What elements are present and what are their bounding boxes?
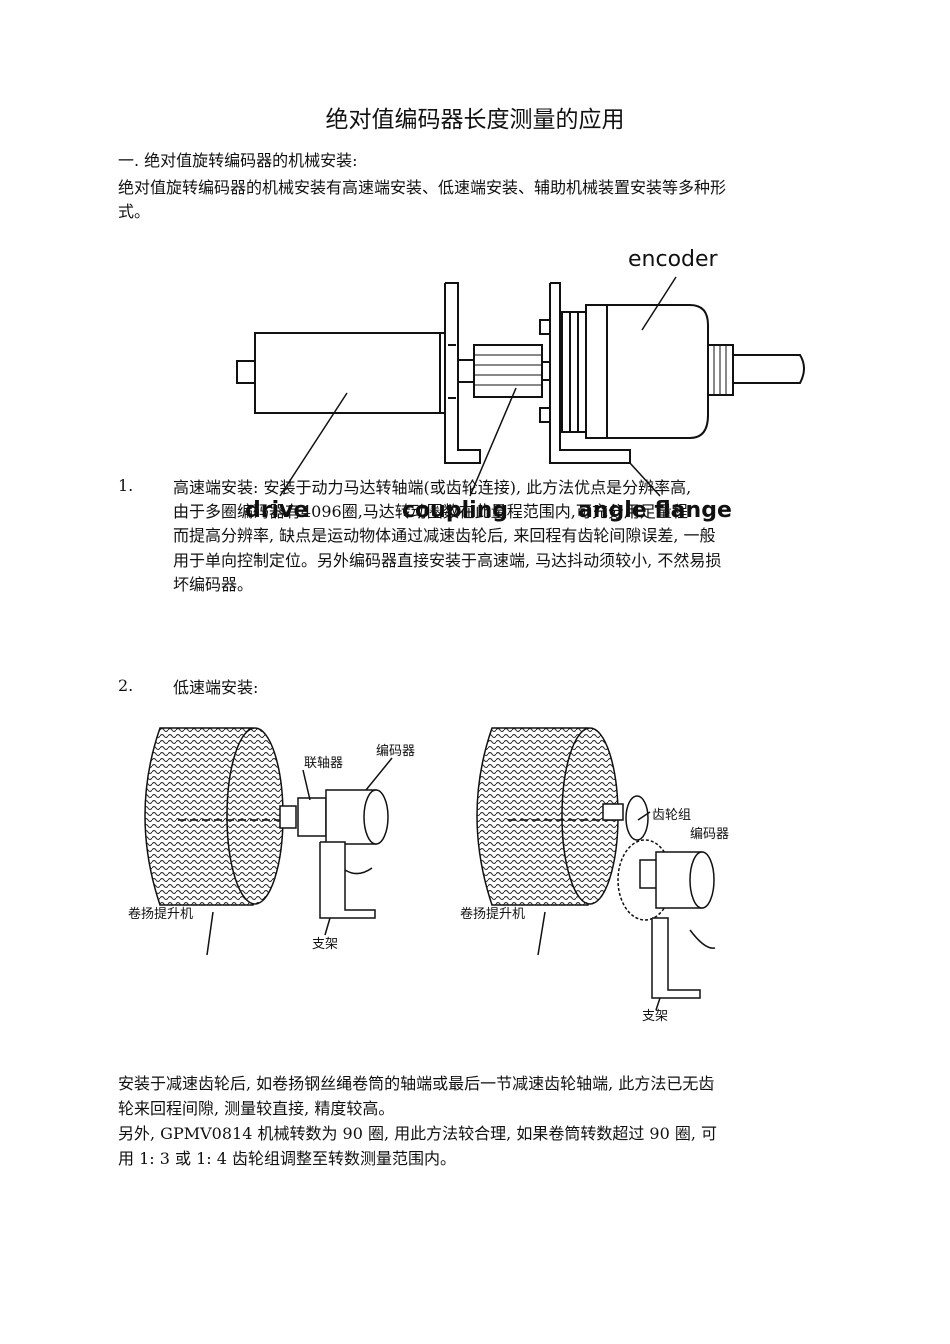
label-gearset: 齿轮组 [652, 808, 691, 823]
label-hoist: 卷扬提升机 [460, 906, 525, 922]
label-angle-flange: angle flange [578, 498, 732, 523]
closing-line-2: 轮来回程间隙, 测量较直接, 精度较高。 [118, 1099, 395, 1118]
item-number: 2. [118, 676, 134, 695]
closing-line-1: 安装于减速齿轮后, 如卷扬钢丝绳卷筒的轴端或最后一节减速齿轮轴端, 此方法已无齿 [118, 1074, 715, 1093]
item1-line-1: 高速端安装: 安装于动力马达转轴端(或齿轮连接), 此方法优点是分辨率高, [173, 478, 692, 497]
item-number: 1. [118, 476, 134, 495]
section-heading: 一. 绝对值旋转编码器的机械安装: [118, 151, 358, 170]
item1-line-2: 由于多圈编码器有4096圈,马达转动圈数在此量程范围内,可充分用足量程 [173, 502, 688, 521]
left-bracket [319, 841, 376, 919]
encoder-body [585, 304, 709, 439]
motor-shaft [236, 360, 256, 384]
left-coupling [297, 797, 327, 837]
closing-line-4: 用 1: 3 或 1: 4 齿轮组调整至转数测量范围内。 [118, 1149, 457, 1168]
item1-line-5: 坏编码器。 [173, 575, 254, 594]
label-bracket: 支架 [642, 1009, 668, 1024]
label-bracket: 支架 [312, 937, 338, 952]
left-bracket [444, 282, 481, 464]
right-bracket [651, 917, 701, 999]
low-speed-installation-figure: 联轴器 编码器 卷扬提升机 支架 齿轮组 编码器 卷扬提升机 支架 [128, 727, 729, 1024]
encoder-assembly-figure: encoder drive coupling angle flange [236, 247, 805, 523]
intro-line-1: 绝对值旋转编码器的机械安装有高速端安装、低速端安装、辅助机械装置安装等多种形 [118, 178, 727, 197]
item1-line-4: 用于单向控制定位。另外编码器直接安装于高速端, 马达抖动须较小, 不然易损 [173, 551, 722, 570]
item1-line-3: 而提高分辨率, 缺点是运动物体通过减速齿轮后, 来回程有齿轮间隙误差, 一般 [173, 526, 716, 545]
gear-small [625, 795, 649, 841]
label-encoder: 编码器 [690, 827, 729, 842]
label-hoist: 卷扬提升机 [128, 906, 193, 922]
closing-line-3: 另外, GPMV0814 机械转数为 90 圈, 用此方法较合理, 如果卷筒转数… [118, 1124, 718, 1143]
label-coupling: 联轴器 [304, 756, 343, 771]
label-drive: drive [245, 498, 308, 523]
label-encoder: 编码器 [376, 744, 415, 759]
angle-flange [549, 282, 631, 464]
coupling-body [473, 344, 543, 398]
label-encoder: encoder [628, 247, 719, 272]
drive-motor-body [254, 332, 446, 414]
cable [732, 354, 805, 384]
item2-heading: 低速端安装: [173, 678, 259, 697]
label-coupling: coupling [402, 498, 508, 523]
page-title: 绝对值编码器长度测量的应用 [325, 107, 625, 133]
intro-line-2: 式。 [118, 202, 151, 221]
